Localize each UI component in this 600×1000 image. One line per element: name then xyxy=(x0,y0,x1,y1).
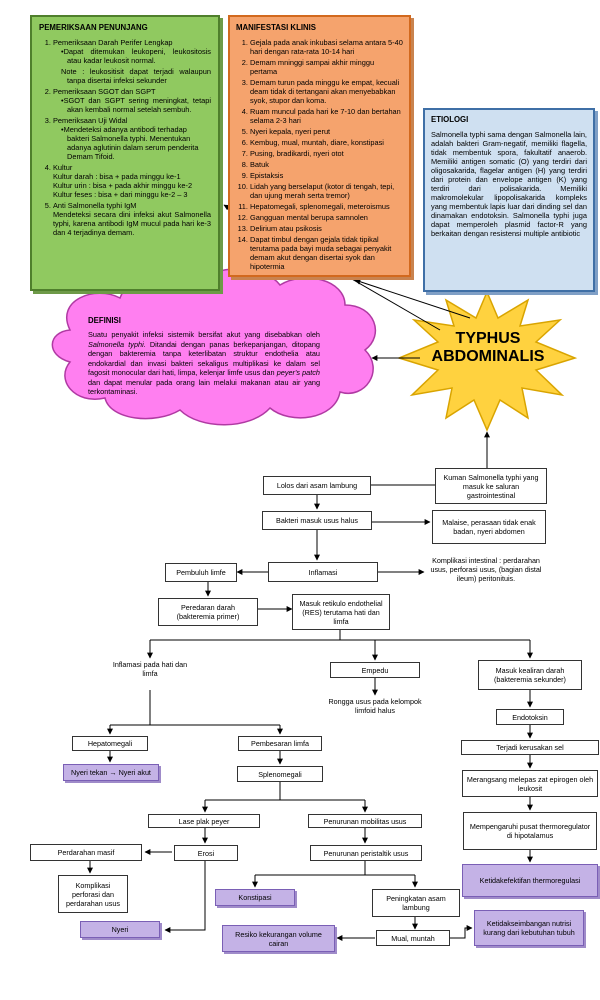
list-item: Epistaksis xyxy=(250,171,403,180)
item-heading: Kultur xyxy=(53,162,73,172)
node-malaise: Malaise, perasaan tidak enak badan, nyer… xyxy=(432,510,546,544)
list-item: Pemeriksaan Uji Widal •Mendeteksi adanya… xyxy=(53,116,211,161)
node-komplikasi-perforasi: Komplikasi perforasi dan perdarahan usus xyxy=(58,875,128,913)
list-item: Gangguan mental berupa samnolen xyxy=(250,213,403,222)
list-item: Lidah yang berselaput (kotor di tengah, … xyxy=(250,182,403,200)
sub-item: •SGOT dan SGPT sering meningkat, tetapi … xyxy=(61,95,211,114)
node-merangsang: Merangsang melepas zat epirogen oleh leu… xyxy=(462,770,598,797)
item-heading: Pemeriksaan Darah Perifer Lengkap xyxy=(53,37,173,47)
manifestasi-klinis-panel: MANIFESTASI KLINIS Gejala pada anak inku… xyxy=(228,15,411,277)
etiologi-text: Salmonella typhi sama dengan Salmonella … xyxy=(431,129,587,238)
node-endotoksin: Endotoksin xyxy=(496,709,564,725)
definisi-text: Suatu penyakit infeksi sistemik bersifat… xyxy=(88,330,320,397)
list-item: Ruam muncul pada hari ke 7-10 dan bertah… xyxy=(250,107,403,125)
list-item: Kultur Kultur darah : bisa + pada minggu… xyxy=(53,163,211,199)
star-title: TYPHUS ABDOMINALIS xyxy=(428,330,548,367)
item-heading: Pemeriksaan Uji Widal xyxy=(53,115,128,125)
list-item: Pusing, bradikardi, nyeri otot xyxy=(250,149,403,158)
star-title-line1: TYPHUS xyxy=(455,330,521,347)
node-pembesaran: Pembesaran limfa xyxy=(238,736,322,751)
pemeriksaan-penunjang-panel: PEMERIKSAAN PENUNJANG Pemeriksaan Darah … xyxy=(30,15,220,291)
sub-item: Note : leukositisit dapat terjadi walaup… xyxy=(61,66,211,85)
node-ketidakseimbangan: Ketidakseimbangan nutrisi kurang dari ke… xyxy=(474,910,584,946)
typhus-star xyxy=(396,290,578,432)
list-item: Pemeriksaan Darah Perifer Lengkap •Dapat… xyxy=(53,38,211,85)
node-resiko: Resiko kekurangan volume cairan xyxy=(222,925,335,952)
list-item: Nyeri kepala, nyeri perut xyxy=(250,127,403,136)
list-item: Anti Salmonella typhi IgM Mendeteksi sec… xyxy=(53,201,211,237)
node-peredaran: Peredaran darah (bakteremia primer) xyxy=(158,598,258,626)
list-item: Dapat timbul dengan gejala tidak tipikal… xyxy=(250,235,403,271)
etiologi-panel: ETIOLOGI Salmonella typhi sama dengan Sa… xyxy=(423,108,595,292)
list-item: Pemeriksaan SGOT dan SGPT •SGOT dan SGPT… xyxy=(53,87,211,114)
star-title-line2: ABDOMINALIS xyxy=(431,348,545,366)
node-lolos: Lolos dari asam lambung xyxy=(263,476,371,495)
sub-item: Kultur feses : bisa + dari minggu ke-2 –… xyxy=(53,190,188,199)
node-hepatomegali: Hepatomegali xyxy=(72,736,148,751)
item-heading: Pemeriksaan SGOT dan SGPT xyxy=(53,86,156,96)
sub-item: Kultur darah : bisa + pada minggu ke-1 xyxy=(53,171,181,181)
node-kerusakan: Terjadi kerusakan sel xyxy=(461,740,599,755)
node-peningkatan: Peningkatan asam lambung xyxy=(372,889,460,917)
node-mempengaruhi: Mempengaruhi pusat thermoregulator di hi… xyxy=(463,812,597,850)
node-inflamasi: Inflamasi xyxy=(268,562,378,582)
node-nyeri-tekan: Nyeri tekan → Nyeri akut xyxy=(63,764,159,781)
item-heading: Anti Salmonella typhi IgM xyxy=(53,201,137,211)
node-pembuluh: Pembuluh limfe xyxy=(165,563,237,582)
node-perdarahan: Perdarahan masif xyxy=(30,844,142,861)
node-penurunan-mobilitas: Penurunan mobilitas usus xyxy=(308,814,422,828)
manifestasi-list: Gejala pada anak inkubasi selama antara … xyxy=(236,38,403,272)
sub-item: Mendeteksi secara dini infeksi akut Salm… xyxy=(53,210,211,238)
node-erosi: Erosi xyxy=(174,845,238,861)
node-kuman: Kuman Salmonella typhi yang masuk ke sal… xyxy=(435,468,547,504)
panel-title: MANIFESTASI KLINIS xyxy=(236,23,316,32)
node-lase: Lase plak peyer xyxy=(148,814,260,828)
node-ketidakefektifan: Ketidakefektifan thermoregulasi xyxy=(462,864,598,897)
node-rongga: Rongga usus pada kelompok limfoid halus xyxy=(328,697,422,715)
node-res: Masuk retikulo endothelial (RES) terutam… xyxy=(292,594,390,630)
penunjang-list: Pemeriksaan Darah Perifer Lengkap •Dapat… xyxy=(39,38,211,238)
panel-title: ETIOLOGI xyxy=(431,115,469,124)
panel-title: DEFINISI xyxy=(88,316,121,325)
list-item: Gejala pada anak inkubasi selama antara … xyxy=(250,38,403,56)
node-inflamasi-hati: Inflamasi pada hati dan limfa xyxy=(112,660,188,678)
sub-item: •Mendeteksi adanya antibodi terhadap bak… xyxy=(61,124,199,161)
node-penurunan-peristaltik: Penurunan peristaltik usus xyxy=(310,845,422,861)
list-item: Kembug, mual, muntah, diare, konstipasi xyxy=(250,138,403,147)
node-splenomegali: Splenomegali xyxy=(237,766,323,782)
node-masuk-darah: Masuk kealiran darah (bakteremia sekunde… xyxy=(478,660,582,690)
node-bakteri: Bakteri masuk usus halus xyxy=(262,511,372,530)
node-komplikasi-intestinal: Komplikasi intestinal : perdarahan usus,… xyxy=(430,556,542,583)
list-item: Delirium atau psikosis xyxy=(250,224,403,233)
list-item: Demam turun pada minggu ke empat, kecual… xyxy=(250,78,403,105)
sub-item: •Dapat ditemukan leukopeni, leukositosis… xyxy=(61,46,211,65)
node-konstipasi: Konstipasi xyxy=(215,889,295,906)
panel-title: PEMERIKSAAN PENUNJANG xyxy=(39,23,148,32)
sub-item: Kultur urin : bisa + pada akhir minggu k… xyxy=(53,180,193,190)
list-item: Hepatomegali, splenomegali, meteroismus xyxy=(250,202,403,211)
node-empedu: Empedu xyxy=(330,662,420,678)
node-nyeri: Nyeri xyxy=(80,921,160,938)
list-item: Demam mninggi sampai akhir minggu pertam… xyxy=(250,58,403,76)
definisi-text-block: DEFINISI Suatu penyakit infeksi sistemik… xyxy=(88,316,320,397)
list-item: Batuk xyxy=(250,160,403,169)
node-mual: Mual, muntah xyxy=(376,930,450,946)
